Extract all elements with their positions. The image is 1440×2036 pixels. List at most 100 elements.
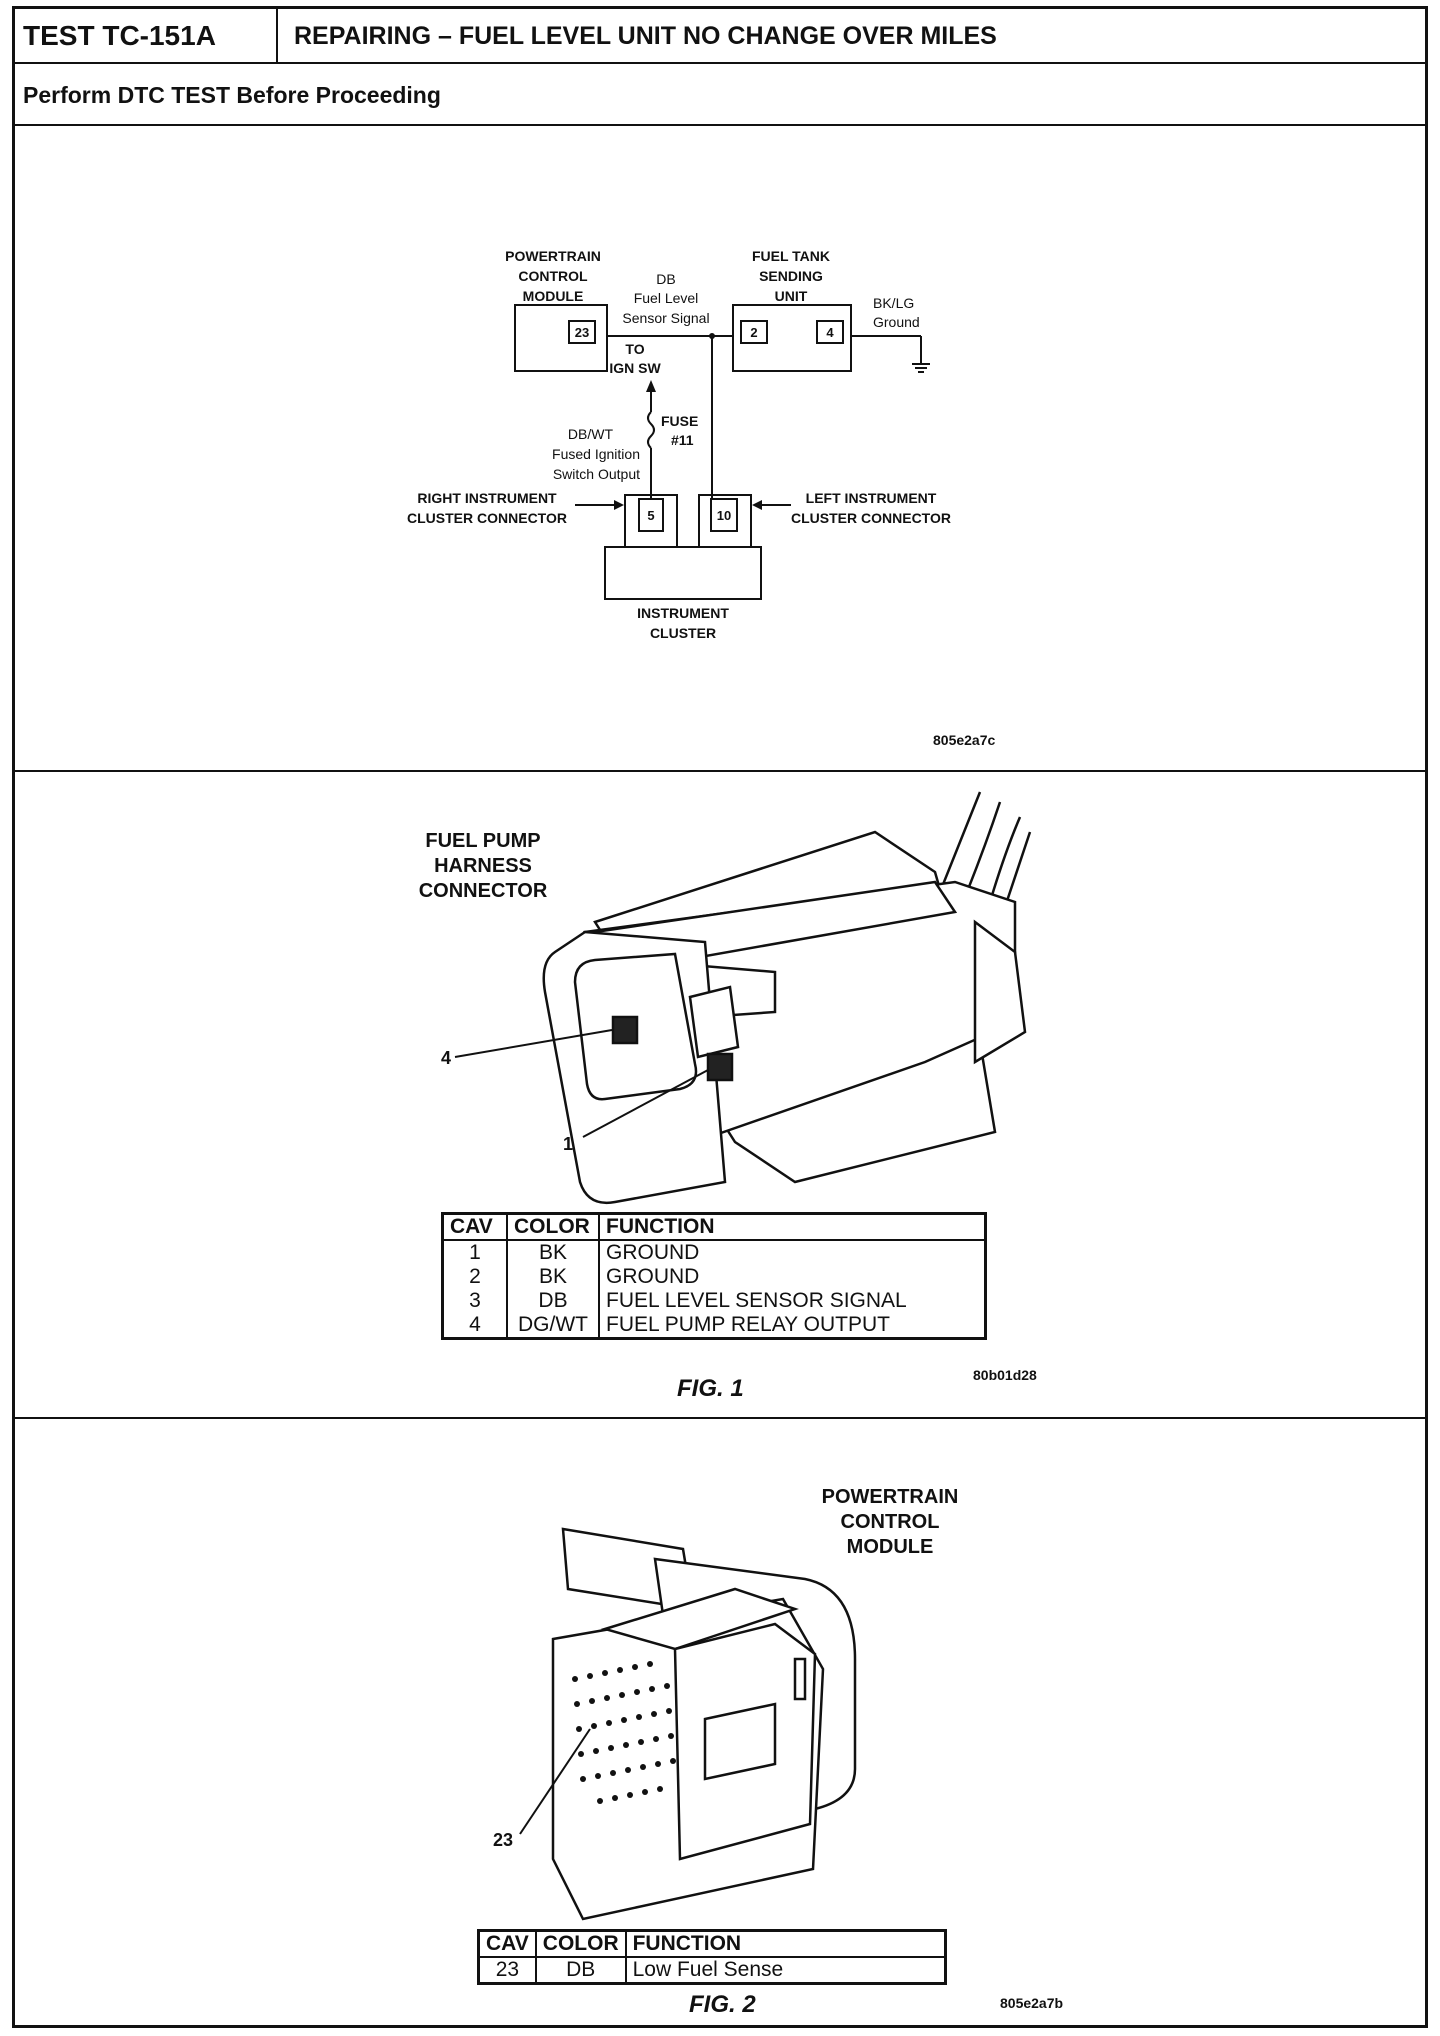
callout-23: 23 <box>493 1830 513 1850</box>
pcm-pin: 23 <box>575 325 589 340</box>
callout-4: 4 <box>441 1048 451 1068</box>
col-cav: CAV <box>477 1930 537 1958</box>
cluster-pin-5: 5 <box>647 508 654 523</box>
fig2-panel: POWERTRAIN CONTROL MODULE 23 <box>15 1419 1425 2031</box>
cav-cell: 2 <box>441 1265 508 1289</box>
fig1-code: 80b01d28 <box>973 1367 1037 1383</box>
color-cell: DG/WT <box>506 1313 600 1339</box>
fig1-panel: FUEL PUMP HARNESS CONNECTOR 4 1 <box>15 772 1425 1419</box>
color-cell: DB <box>506 1289 600 1313</box>
page-title: REPAIRING – FUEL LEVEL UNIT NO CHANGE OV… <box>294 22 997 50</box>
callout-4-leader <box>454 1029 613 1058</box>
header-row: TEST TC-151A REPAIRING – FUEL LEVEL UNIT… <box>15 9 1425 64</box>
cav-cell: 1 <box>441 1240 508 1265</box>
connector-label-2: HARNESS <box>434 855 532 877</box>
page-subtitle: Perform DTC TEST Before Proceeding <box>15 64 1425 126</box>
table-header-row: CAV COLOR FUNCTION <box>441 1213 987 1241</box>
fig2-cav-table: CAV COLOR FUNCTION 23 DB Low Fuel Sense <box>477 1929 947 1985</box>
pcm-pin-box <box>568 320 596 344</box>
cav-cell: 23 <box>477 1957 537 1984</box>
pcm-connector-body <box>551 1527 857 1921</box>
test-id: TEST TC-151A <box>15 9 278 62</box>
function-cell: Low Fuel Sense <box>624 1957 947 1984</box>
to-ign-label-2: IGN SW <box>609 360 661 376</box>
cluster-label-2: CLUSTER <box>650 625 716 641</box>
fuel-tank-box <box>732 304 852 372</box>
cluster-pin-10: 10 <box>717 508 731 523</box>
tank-pin-2: 2 <box>750 325 757 340</box>
page-frame: TEST TC-151A REPAIRING – FUEL LEVEL UNIT… <box>12 6 1428 2028</box>
pcm-label-2: CONTROL <box>518 268 588 284</box>
ground-label-2: Ground <box>873 314 920 330</box>
fuel-tank-label-3: UNIT <box>775 288 808 304</box>
col-function: FUNCTION <box>624 1930 947 1958</box>
connector-body <box>542 791 1032 1205</box>
col-cav: CAV <box>441 1213 508 1241</box>
cav-cell: 4 <box>441 1313 508 1339</box>
fig2-caption: FIG. 2 <box>689 1991 756 2018</box>
tank-pin-4-box <box>816 320 844 344</box>
fuel-tank-label-2: SENDING <box>759 268 823 284</box>
to-ign-label-1: TO <box>625 341 644 357</box>
color-cell: BK <box>506 1265 600 1289</box>
pcm-label-3: MODULE <box>523 288 584 304</box>
pcm-box <box>514 304 608 372</box>
color-cell: DB <box>534 1957 627 1984</box>
connector-label-3: CONNECTOR <box>419 880 548 902</box>
fuse-label-2: #11 <box>671 432 694 448</box>
right-connector-label-1: RIGHT INSTRUMENT <box>417 490 557 506</box>
table-row: 4 DG/WT FUEL PUMP RELAY OUTPUT <box>441 1313 987 1339</box>
dbwt-label-1: DB/WT <box>568 426 614 442</box>
fuel-pump-connector-drawing: FUEL PUMP HARNESS CONNECTOR 4 1 <box>419 791 1032 1205</box>
table-row: 1 BK GROUND <box>441 1240 987 1265</box>
right-connector-label-2: CLUSTER CONNECTOR <box>407 510 567 526</box>
function-cell: GROUND <box>598 1265 987 1289</box>
schematic-panel: 23 POWERTRAIN CONTROL MODULE DB Fuel Lev… <box>15 126 1425 772</box>
dbwt-label-3: Switch Output <box>553 466 640 482</box>
table-row: 23 DB Low Fuel Sense <box>477 1957 947 1984</box>
module-label-3: MODULE <box>847 1536 934 1558</box>
left-connector-label-1: LEFT INSTRUMENT <box>806 490 937 506</box>
fuse-symbol <box>647 411 655 449</box>
dbwt-label-2: Fused Ignition <box>552 446 640 462</box>
col-color: COLOR <box>506 1213 600 1241</box>
module-label-1: POWERTRAIN <box>822 1486 959 1508</box>
table-header-row: CAV COLOR FUNCTION <box>477 1930 947 1958</box>
pcm-pin-grid <box>572 1661 676 1804</box>
module-label-2: CONTROL <box>841 1511 940 1533</box>
wiring-schematic: 23 POWERTRAIN CONTROL MODULE DB Fuel Lev… <box>407 248 951 641</box>
callout-23-leader <box>519 1728 591 1835</box>
function-cell: FUEL PUMP RELAY OUTPUT <box>598 1313 987 1339</box>
left-connector-arrow <box>752 500 762 510</box>
cluster-pin-10-box <box>710 498 738 532</box>
tank-pin-4: 4 <box>826 325 834 340</box>
table-row: 2 BK GROUND <box>441 1265 987 1289</box>
fig2-code: 805e2a7b <box>1000 1995 1064 2011</box>
db-wire-label-3: Sensor Signal <box>622 310 709 326</box>
fig1-caption: FIG. 1 <box>677 1375 744 1402</box>
col-color: COLOR <box>534 1930 627 1958</box>
function-cell: GROUND <box>598 1240 987 1265</box>
fuel-tank-label-1: FUEL TANK <box>752 248 830 264</box>
function-cell: FUEL LEVEL SENSOR SIGNAL <box>598 1289 987 1313</box>
callout-1: 1 <box>563 1134 573 1154</box>
fig1-cav-table: CAV COLOR FUNCTION 1 BK GROUND 2 BK GROU… <box>441 1212 987 1340</box>
ground-label-1: BK/LG <box>873 295 914 311</box>
cluster-pin-5-box <box>638 498 664 532</box>
fuse-label-1: FUSE <box>661 413 698 429</box>
pcm-label-1: POWERTRAIN <box>505 248 601 264</box>
color-cell: BK <box>506 1240 600 1265</box>
db-wire-label-1: DB <box>656 271 675 287</box>
left-connector-label-2: CLUSTER CONNECTOR <box>791 510 951 526</box>
schematic-code: 805e2a7c <box>933 732 996 748</box>
pcm-connector-drawing: POWERTRAIN CONTROL MODULE 23 <box>493 1486 959 1921</box>
connector-label-1: FUEL PUMP <box>425 830 540 852</box>
table-row: 3 DB FUEL LEVEL SENSOR SIGNAL <box>441 1289 987 1313</box>
db-wire-label-2: Fuel Level <box>634 290 699 306</box>
instrument-cluster-box <box>604 546 762 600</box>
tank-pin-2-box <box>740 320 768 344</box>
cav-cell: 3 <box>441 1289 508 1313</box>
ign-arrow <box>646 380 656 392</box>
right-connector-arrow <box>614 500 624 510</box>
callout-1-leader <box>582 1069 709 1138</box>
